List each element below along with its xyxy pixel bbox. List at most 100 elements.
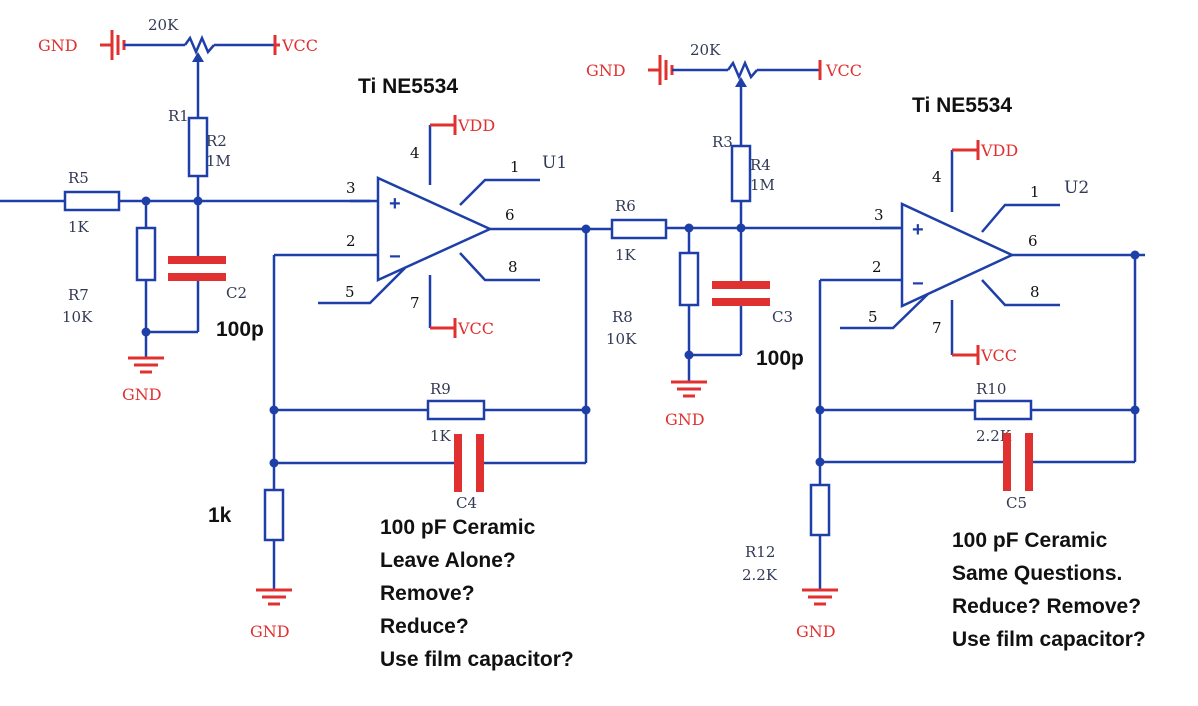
stage2-pin3-label: 3 [874, 206, 884, 224]
stage2-gnd-symbol-bottom [671, 380, 707, 398]
stage2-chip-label: Ti NE5534 [912, 94, 1012, 117]
stage1-vcc-top-label: VCC [281, 36, 318, 55]
stage1-r9-value: 1K [430, 427, 452, 445]
stage1-c4-junction [269, 458, 279, 468]
stage1-r5-value: 1K [68, 218, 90, 236]
stage1-note-line: Remove? [380, 582, 475, 605]
stage2-c5-label: C5 [1006, 494, 1027, 512]
stage1-pin7-label: 7 [410, 294, 420, 312]
stage2-pin7-label: 7 [932, 319, 942, 337]
stage2-r12-value: 2.2K [742, 566, 778, 584]
stage1-c2-note: 100p [216, 318, 264, 341]
stage2-note-line: Use film capacitor? [952, 628, 1146, 651]
stage2-c3-plate-top [712, 281, 770, 289]
stage1-question-notes: 100 pF Ceramic Leave Alone? Remove? Redu… [380, 516, 574, 671]
stage1-r2-resistor [187, 116, 209, 178]
stage1-pin6-label: 6 [505, 206, 515, 224]
stage2-r10-junction-left [815, 405, 825, 415]
stage2-pot-value: 20K [690, 41, 721, 59]
stage2-pin8-label: 8 [1030, 283, 1040, 301]
stage2-pin1-lead [981, 203, 1060, 233]
stage2-c5-plate-left [1003, 433, 1011, 491]
stage2-r6-label: R6 [615, 197, 636, 215]
stage2-gnd-left-label: GND [586, 61, 626, 80]
stage1-pot-value: 20K [148, 16, 179, 34]
stage1-r5-resistor [63, 190, 121, 212]
stage1-gnd-left-label: GND [38, 36, 78, 55]
stage2-pin1-label: 1 [1030, 183, 1040, 201]
stage2-pin4-label: 4 [932, 168, 942, 186]
stage2-r10-resistor [973, 399, 1033, 421]
stage1-r9-resistor [426, 399, 486, 421]
stage2-c5-junction [815, 457, 825, 467]
stage2-pin2-label: 2 [872, 258, 882, 276]
stage1-pin1-label: 1 [510, 158, 520, 176]
stage1-pin8-label: 8 [508, 258, 518, 276]
stage1-gnd-symbol-bottom [128, 356, 164, 374]
stage2-opamp-triangle [900, 202, 1015, 308]
stage1-minus-sign: − [389, 246, 401, 268]
stage1-pin5-lead [318, 267, 406, 305]
stage1-c4-plate-right [476, 434, 484, 492]
stage1-note-line: 100 pF Ceramic [380, 516, 536, 539]
stage2-pin5-lead [840, 293, 929, 330]
stage2-c3-label: C3 [772, 308, 793, 326]
stage1-gnd-bottom-label: GND [122, 385, 162, 404]
stage1-vdd-label: VDD [457, 116, 495, 135]
stage2-r10-label: R10 [976, 380, 1006, 398]
stage1-r7-resistor [135, 226, 157, 282]
stage2-vcc-label: VCC [980, 346, 1017, 365]
stage1-pin5-label: 5 [345, 283, 355, 301]
stage2-pot-resistor [726, 59, 758, 81]
stage1-u-label: U1 [542, 153, 567, 173]
stage1-c2-label: C2 [226, 284, 247, 302]
stage2-r4-label: R4 [750, 156, 771, 174]
stage1-note-line: Reduce? [380, 615, 469, 638]
stage2-pin6-label: 6 [1028, 232, 1038, 250]
stage2-pin5-label: 5 [868, 308, 878, 326]
stage1-r7-label: R7 [68, 286, 89, 304]
stage2-r8-value: 10K [606, 330, 637, 348]
stage1-r2-label: R2 [206, 132, 227, 150]
stage1-pin3-label: 3 [346, 179, 356, 197]
stage2-gnd-resistor-label: GND [796, 622, 836, 641]
stage1-note-line: Leave Alone? [380, 549, 516, 572]
stage2-note-line: Reduce? Remove? [952, 595, 1141, 618]
stage1-r5-label: R5 [68, 169, 89, 187]
stage2-r4-resistor [730, 144, 752, 203]
stage1-gnd-resistor-label: GND [250, 622, 290, 641]
stage2-pin8-lead [981, 279, 1060, 307]
stage2-minus-sign: − [912, 273, 924, 295]
stage2-c5-plate-right [1025, 433, 1033, 491]
stage1-chip-label: Ti NE5534 [358, 75, 458, 98]
stage2-c3-note: 100p [756, 347, 804, 370]
stage1-c4-label: C4 [456, 494, 477, 512]
stage2-question-notes: 100 pF Ceramic Same Questions. Reduce? R… [952, 529, 1146, 651]
stage2-r10-junction-right [1130, 405, 1140, 415]
stage1-r9-junction-right [581, 405, 591, 415]
stage2-r12-resistor [809, 483, 831, 537]
stage1-gnd-symbol-resistor [256, 588, 292, 606]
stage1-pot-resistor [183, 34, 215, 56]
stage1-pin1-lead [459, 178, 540, 206]
stage2-gnd-symbol-resistor [802, 588, 838, 606]
stage1-pin2-label: 2 [346, 232, 356, 250]
stage1-opamp-triangle [376, 176, 494, 282]
stage2-vcc-top-label: VCC [825, 61, 862, 80]
stage2-r8-label: R8 [612, 308, 633, 326]
stage1-gain-resistor-note: 1k [208, 504, 232, 527]
stage2-note-line: 100 pF Ceramic [952, 529, 1108, 552]
stage1-note-line: Use film capacitor? [380, 648, 574, 671]
stage1-vcc-label: VCC [457, 319, 494, 338]
stage1-wiper-arrow-icon [192, 52, 204, 62]
stage1-gain-resistor [263, 488, 285, 542]
stage1-c2-plate-bottom [168, 273, 226, 281]
stage1-pin8-lead [459, 252, 540, 282]
stage2-r8-resistor [678, 251, 700, 307]
stage1-c2-plate-top [168, 256, 226, 264]
stage1-r2-value: 1M [206, 152, 231, 170]
stage2-r12-label: R12 [745, 543, 775, 561]
stage1-c4-plate-left [454, 434, 462, 492]
